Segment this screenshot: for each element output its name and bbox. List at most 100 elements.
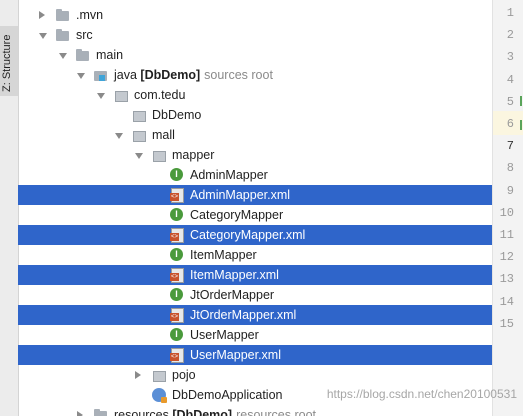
tree-item-name: java [114, 68, 137, 82]
interface-icon: I [170, 208, 183, 221]
package-icon [132, 109, 146, 122]
source-folder-icon [94, 69, 108, 81]
tree-row[interactable]: I ItemMapper [18, 245, 492, 265]
tree-row-label: mall [152, 128, 175, 142]
tree-item-name: CategoryMapper.xml [190, 228, 306, 242]
chevron-right-icon[interactable] [39, 11, 45, 19]
tree-item-name: AdminMapper.xml [190, 188, 291, 202]
spring-boot-app-icon [152, 388, 167, 403]
tree-item-name: ItemMapper [190, 248, 257, 262]
tree-row-label: resources [DbDemo]resources root [114, 408, 316, 416]
vcs-change-marker [520, 96, 523, 106]
line-number: 3 [506, 50, 514, 65]
tree-row[interactable]: AdminMapper.xml [18, 185, 492, 205]
tree-row-label: CategoryMapper [190, 208, 283, 222]
tree-item-name: UserMapper [190, 328, 259, 342]
tree-row[interactable]: UserMapper.xml [18, 345, 492, 365]
tree-item-name: mall [152, 128, 175, 142]
chevron-right-icon[interactable] [135, 371, 141, 379]
tree-row-label: java [DbDemo]sources root [114, 68, 273, 82]
tree-row[interactable]: DbDemo [18, 105, 492, 125]
xml-file-icon [170, 308, 184, 323]
tree-row[interactable]: src [18, 25, 492, 45]
vcs-change-marker [520, 120, 523, 130]
tree-item-name: DbDemoApplication [172, 388, 283, 402]
chevron-down-icon[interactable] [59, 53, 67, 59]
tree-row[interactable]: I CategoryMapper [18, 205, 492, 225]
tree-row[interactable]: java [DbDemo]sources root [18, 65, 492, 85]
tree-row[interactable]: I JtOrderMapper [18, 285, 492, 305]
tree-item-name: CategoryMapper [190, 208, 284, 222]
tree-item-name: AdminMapper [190, 168, 268, 182]
tree-row[interactable]: .mvn [18, 5, 492, 25]
tree-row-label: ItemMapper.xml [190, 268, 279, 282]
tree-row-label: ItemMapper [190, 248, 257, 262]
tree-item-name: ItemMapper.xml [190, 268, 279, 282]
chevron-down-icon[interactable] [39, 33, 47, 39]
tree-row-label: main [96, 48, 123, 62]
package-icon [152, 149, 166, 162]
tree-row[interactable]: mapper [18, 145, 492, 165]
line-number: 6 [506, 117, 514, 131]
tree-row-label: AdminMapper.xml [190, 188, 290, 202]
tree-row-label: mapper [172, 148, 214, 162]
line-number: 11 [499, 228, 514, 242]
root-type-hint: resources root [236, 408, 316, 416]
structure-tab-label: Z: Structure [1, 34, 13, 92]
line-number: 15 [499, 316, 514, 331]
tree-row[interactable]: ItemMapper.xml [18, 265, 492, 285]
structure-tool-tab[interactable] [0, 26, 18, 96]
package-icon [132, 129, 146, 142]
interface-icon: I [170, 288, 183, 301]
chevron-down-icon[interactable] [115, 133, 123, 139]
tree-row[interactable]: com.tedu [18, 85, 492, 105]
tree-row[interactable]: resources [DbDemo]resources root [18, 405, 492, 416]
tree-row-label: com.tedu [134, 88, 185, 102]
module-name: [DbDemo] [168, 408, 233, 416]
chevron-right-icon[interactable] [77, 411, 83, 416]
tree-row[interactable]: pojo [18, 365, 492, 385]
tree-row[interactable]: I AdminMapper [18, 165, 492, 185]
line-number: 9 [506, 183, 514, 198]
tree-item-name: UserMapper.xml [190, 348, 281, 362]
interface-icon: I [170, 328, 183, 341]
tree-row[interactable]: main [18, 45, 492, 65]
tree-row-label: CategoryMapper.xml [190, 228, 305, 242]
tree-row-label: pojo [172, 368, 196, 382]
line-number: 10 [499, 205, 514, 220]
interface-icon: I [170, 168, 183, 181]
tree-item-name: JtOrderMapper.xml [190, 308, 297, 322]
chevron-down-icon[interactable] [97, 93, 105, 99]
tree-row[interactable]: JtOrderMapper.xml [18, 305, 492, 325]
tree-row[interactable]: I UserMapper [18, 325, 492, 345]
tree-row[interactable]: DbDemoApplication [18, 385, 492, 405]
line-number: 8 [506, 161, 514, 176]
tree-row-label: .mvn [76, 8, 103, 22]
tree-row[interactable]: CategoryMapper.xml [18, 225, 492, 245]
tree-row-label: JtOrderMapper [190, 288, 274, 302]
package-icon [152, 369, 166, 382]
folder-icon [56, 29, 70, 41]
root-type-hint: sources root [204, 68, 273, 82]
line-number: 14 [499, 294, 514, 309]
tree-row-label: DbDemo [152, 108, 201, 122]
tree-item-name: JtOrderMapper [190, 288, 275, 302]
folder-icon [76, 49, 90, 61]
xml-file-icon [170, 268, 184, 283]
package-icon [114, 89, 128, 102]
tree-row-label: UserMapper [190, 328, 259, 342]
chevron-down-icon[interactable] [135, 153, 143, 159]
module-name: [DbDemo] [136, 68, 201, 82]
tree-row-label: AdminMapper [190, 168, 268, 182]
tree-item-name: com.tedu [134, 88, 186, 102]
chevron-down-icon[interactable] [77, 73, 85, 79]
line-number: 2 [506, 28, 514, 43]
tree-item-name: resources [114, 408, 169, 416]
tree-item-name: main [96, 48, 124, 62]
line-number: 13 [499, 272, 514, 287]
tree-row[interactable]: mall [18, 125, 492, 145]
interface-icon: I [170, 248, 183, 261]
line-number: 4 [506, 72, 514, 87]
tree-item-name: pojo [172, 368, 196, 382]
